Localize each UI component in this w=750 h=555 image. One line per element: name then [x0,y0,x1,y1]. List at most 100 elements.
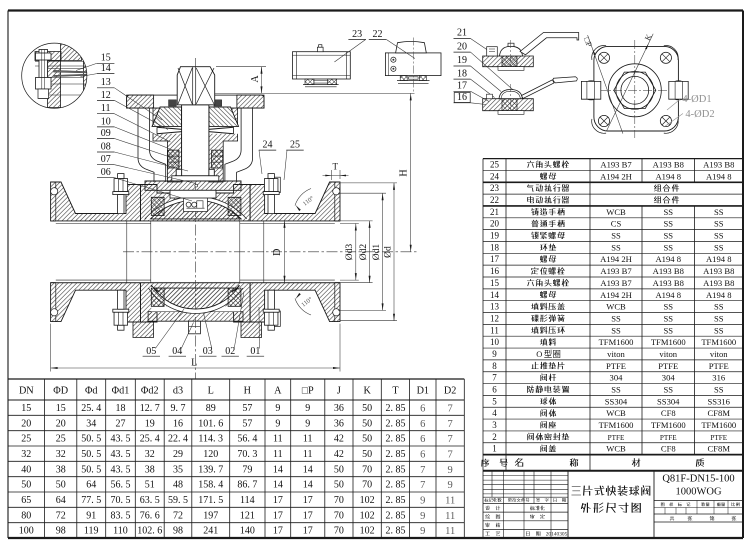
svg-text:35: 35 [173,464,183,475]
svg-text:A194 2H: A194 2H [600,290,632,300]
svg-text:6: 6 [420,403,425,414]
svg-text:9: 9 [420,511,425,522]
svg-text:64: 64 [86,480,96,491]
svg-text:D2: D2 [444,386,456,397]
svg-text:A193 B7: A193 B7 [600,278,632,288]
svg-text:A193 B8: A193 B8 [703,160,734,170]
svg-text:171. 5: 171. 5 [198,495,223,506]
svg-text:304: 304 [662,373,676,383]
svg-text:SS: SS [663,384,673,394]
svg-text:102: 102 [360,526,375,537]
svg-text:70: 70 [334,526,344,537]
svg-text:CF8M: CF8M [708,444,731,454]
svg-text:CS: CS [611,219,622,229]
svg-text:2. 85: 2. 85 [385,464,405,475]
svg-text:Q81F-DN15-100: Q81F-DN15-100 [662,474,734,485]
svg-text:SS: SS [611,242,621,252]
svg-text:50: 50 [56,480,66,491]
svg-text:25: 25 [490,160,500,170]
svg-text:TFM1600: TFM1600 [599,420,634,430]
svg-text:121: 121 [240,510,255,521]
svg-text:A193 B8: A193 B8 [703,278,734,288]
svg-text:SS: SS [611,325,621,335]
svg-text:15: 15 [490,278,500,288]
svg-text:SS: SS [611,231,621,241]
svg-text:05: 05 [146,346,156,357]
svg-text:H: H [398,169,409,176]
svg-text:PTFE: PTFE [709,361,729,371]
svg-text:32: 32 [56,449,66,460]
svg-text:241: 241 [203,526,218,537]
svg-text:27: 27 [116,418,126,429]
svg-text:A: A [250,75,261,83]
svg-text:11: 11 [273,434,283,445]
svg-text:12: 12 [490,313,499,323]
svg-text:A193 B7: A193 B7 [600,160,632,170]
svg-text:PTFE: PTFE [606,361,626,371]
svg-text:19: 19 [145,418,155,429]
svg-text:T: T [392,386,399,397]
svg-text:42: 42 [334,449,344,460]
svg-text:63. 5: 63. 5 [140,495,160,506]
svg-text:140: 140 [240,526,255,537]
svg-text:24: 24 [263,140,273,151]
svg-text:SS: SS [611,384,621,394]
svg-text:SS: SS [663,219,673,229]
svg-text:DN: DN [19,386,34,397]
svg-text:89: 89 [206,403,216,414]
svg-text:16: 16 [457,92,467,103]
svg-text:70: 70 [334,495,344,506]
svg-text:158. 4: 158. 4 [198,480,223,491]
svg-text:SS: SS [714,384,724,394]
svg-text:CF8: CF8 [661,408,676,418]
svg-text:139. 7: 139. 7 [198,464,223,475]
svg-text:2. 85: 2. 85 [385,510,405,521]
svg-text:ΦD: ΦD [53,386,68,397]
svg-text:14: 14 [273,480,283,491]
svg-text:L: L [208,386,214,397]
svg-text:14: 14 [101,63,111,74]
svg-text:SS: SS [714,219,724,229]
svg-text:Ød1: Ød1 [372,244,382,261]
svg-text:9: 9 [305,418,310,429]
svg-text:7: 7 [492,373,497,383]
svg-text:15: 15 [56,403,66,414]
svg-text:A: A [274,386,282,397]
svg-text:70. 5: 70. 5 [111,495,131,506]
svg-text:98: 98 [56,526,66,537]
svg-text:WCB: WCB [606,302,626,312]
svg-text:304: 304 [610,373,624,383]
svg-text:TFM1600: TFM1600 [651,337,686,347]
svg-text:□P: □P [302,386,314,397]
svg-text:圈: 圈 [553,350,561,359]
svg-text:SS: SS [714,242,724,252]
svg-text:119: 119 [84,526,99,537]
svg-text:D: D [272,249,283,256]
svg-text:20: 20 [457,41,467,52]
svg-text:32: 32 [145,449,155,460]
svg-text:9: 9 [448,480,453,491]
svg-text:TFM1600: TFM1600 [599,337,634,347]
svg-text:12. 7: 12. 7 [140,403,160,414]
svg-text:20140305: 20140305 [546,532,568,538]
svg-text:50: 50 [362,418,372,429]
svg-text:70: 70 [334,510,344,521]
svg-text:TFM1600: TFM1600 [701,337,736,347]
svg-text:WCB: WCB [606,207,626,217]
svg-text:11: 11 [303,449,313,460]
svg-text:SS316: SS316 [708,396,731,406]
svg-text:43. 5: 43. 5 [111,434,131,445]
svg-text:197: 197 [203,510,218,521]
svg-text:2. 85: 2. 85 [385,526,405,537]
svg-text:11: 11 [490,325,499,335]
svg-text:SS: SS [714,231,724,241]
svg-text:3: 3 [492,420,497,430]
svg-text:100: 100 [19,526,34,537]
svg-text:11: 11 [445,495,455,506]
svg-text:51: 51 [145,480,155,491]
svg-text:A194 2H: A194 2H [600,254,632,264]
svg-text:17: 17 [303,526,313,537]
svg-text:1000WOG: 1000WOG [675,487,721,498]
svg-text:59. 5: 59. 5 [168,495,188,506]
svg-text:14: 14 [490,290,500,300]
